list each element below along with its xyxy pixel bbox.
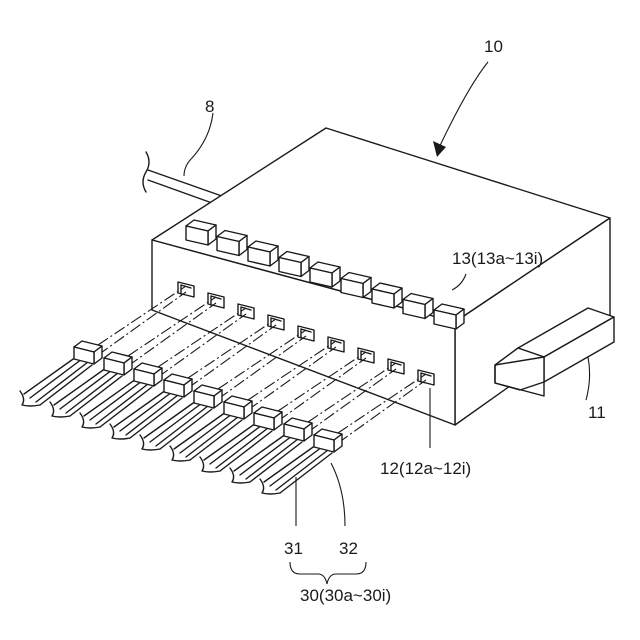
label-cable: 8 xyxy=(205,97,214,116)
label-plugs: 30(30a~30i) xyxy=(300,586,391,605)
indicator-13d xyxy=(279,252,309,277)
plug-head-32d xyxy=(164,374,192,397)
indicator-13f xyxy=(341,273,371,298)
indicator-13a xyxy=(186,220,216,245)
plug-head-32b xyxy=(104,352,132,375)
plug-head-32c xyxy=(134,363,162,386)
plug-wire-31a xyxy=(20,357,92,406)
indicator-13e xyxy=(310,262,340,287)
label-plug-wire: 31 xyxy=(284,539,303,558)
plug-head-32h xyxy=(284,418,312,441)
indicator-13h xyxy=(403,294,433,319)
indicator-13i xyxy=(434,304,464,329)
label-sockets: 12(12a~12i) xyxy=(380,459,471,478)
indicator-13g xyxy=(372,283,402,308)
indicator-13b xyxy=(217,231,247,256)
plug-head-32g xyxy=(254,407,282,430)
plug-head-32e xyxy=(194,385,222,408)
label-plug-head: 32 xyxy=(339,539,358,558)
plug-head-32f xyxy=(224,396,252,419)
label-device: 10 xyxy=(484,37,503,56)
label-indicators: 13(13a~13i) xyxy=(452,249,543,268)
plug-head-32i xyxy=(314,429,342,452)
label-connector-block: 11 xyxy=(588,403,606,422)
indicator-13c xyxy=(248,241,278,266)
plug-head-32a xyxy=(74,341,102,364)
arrow-device-10 xyxy=(433,62,488,157)
